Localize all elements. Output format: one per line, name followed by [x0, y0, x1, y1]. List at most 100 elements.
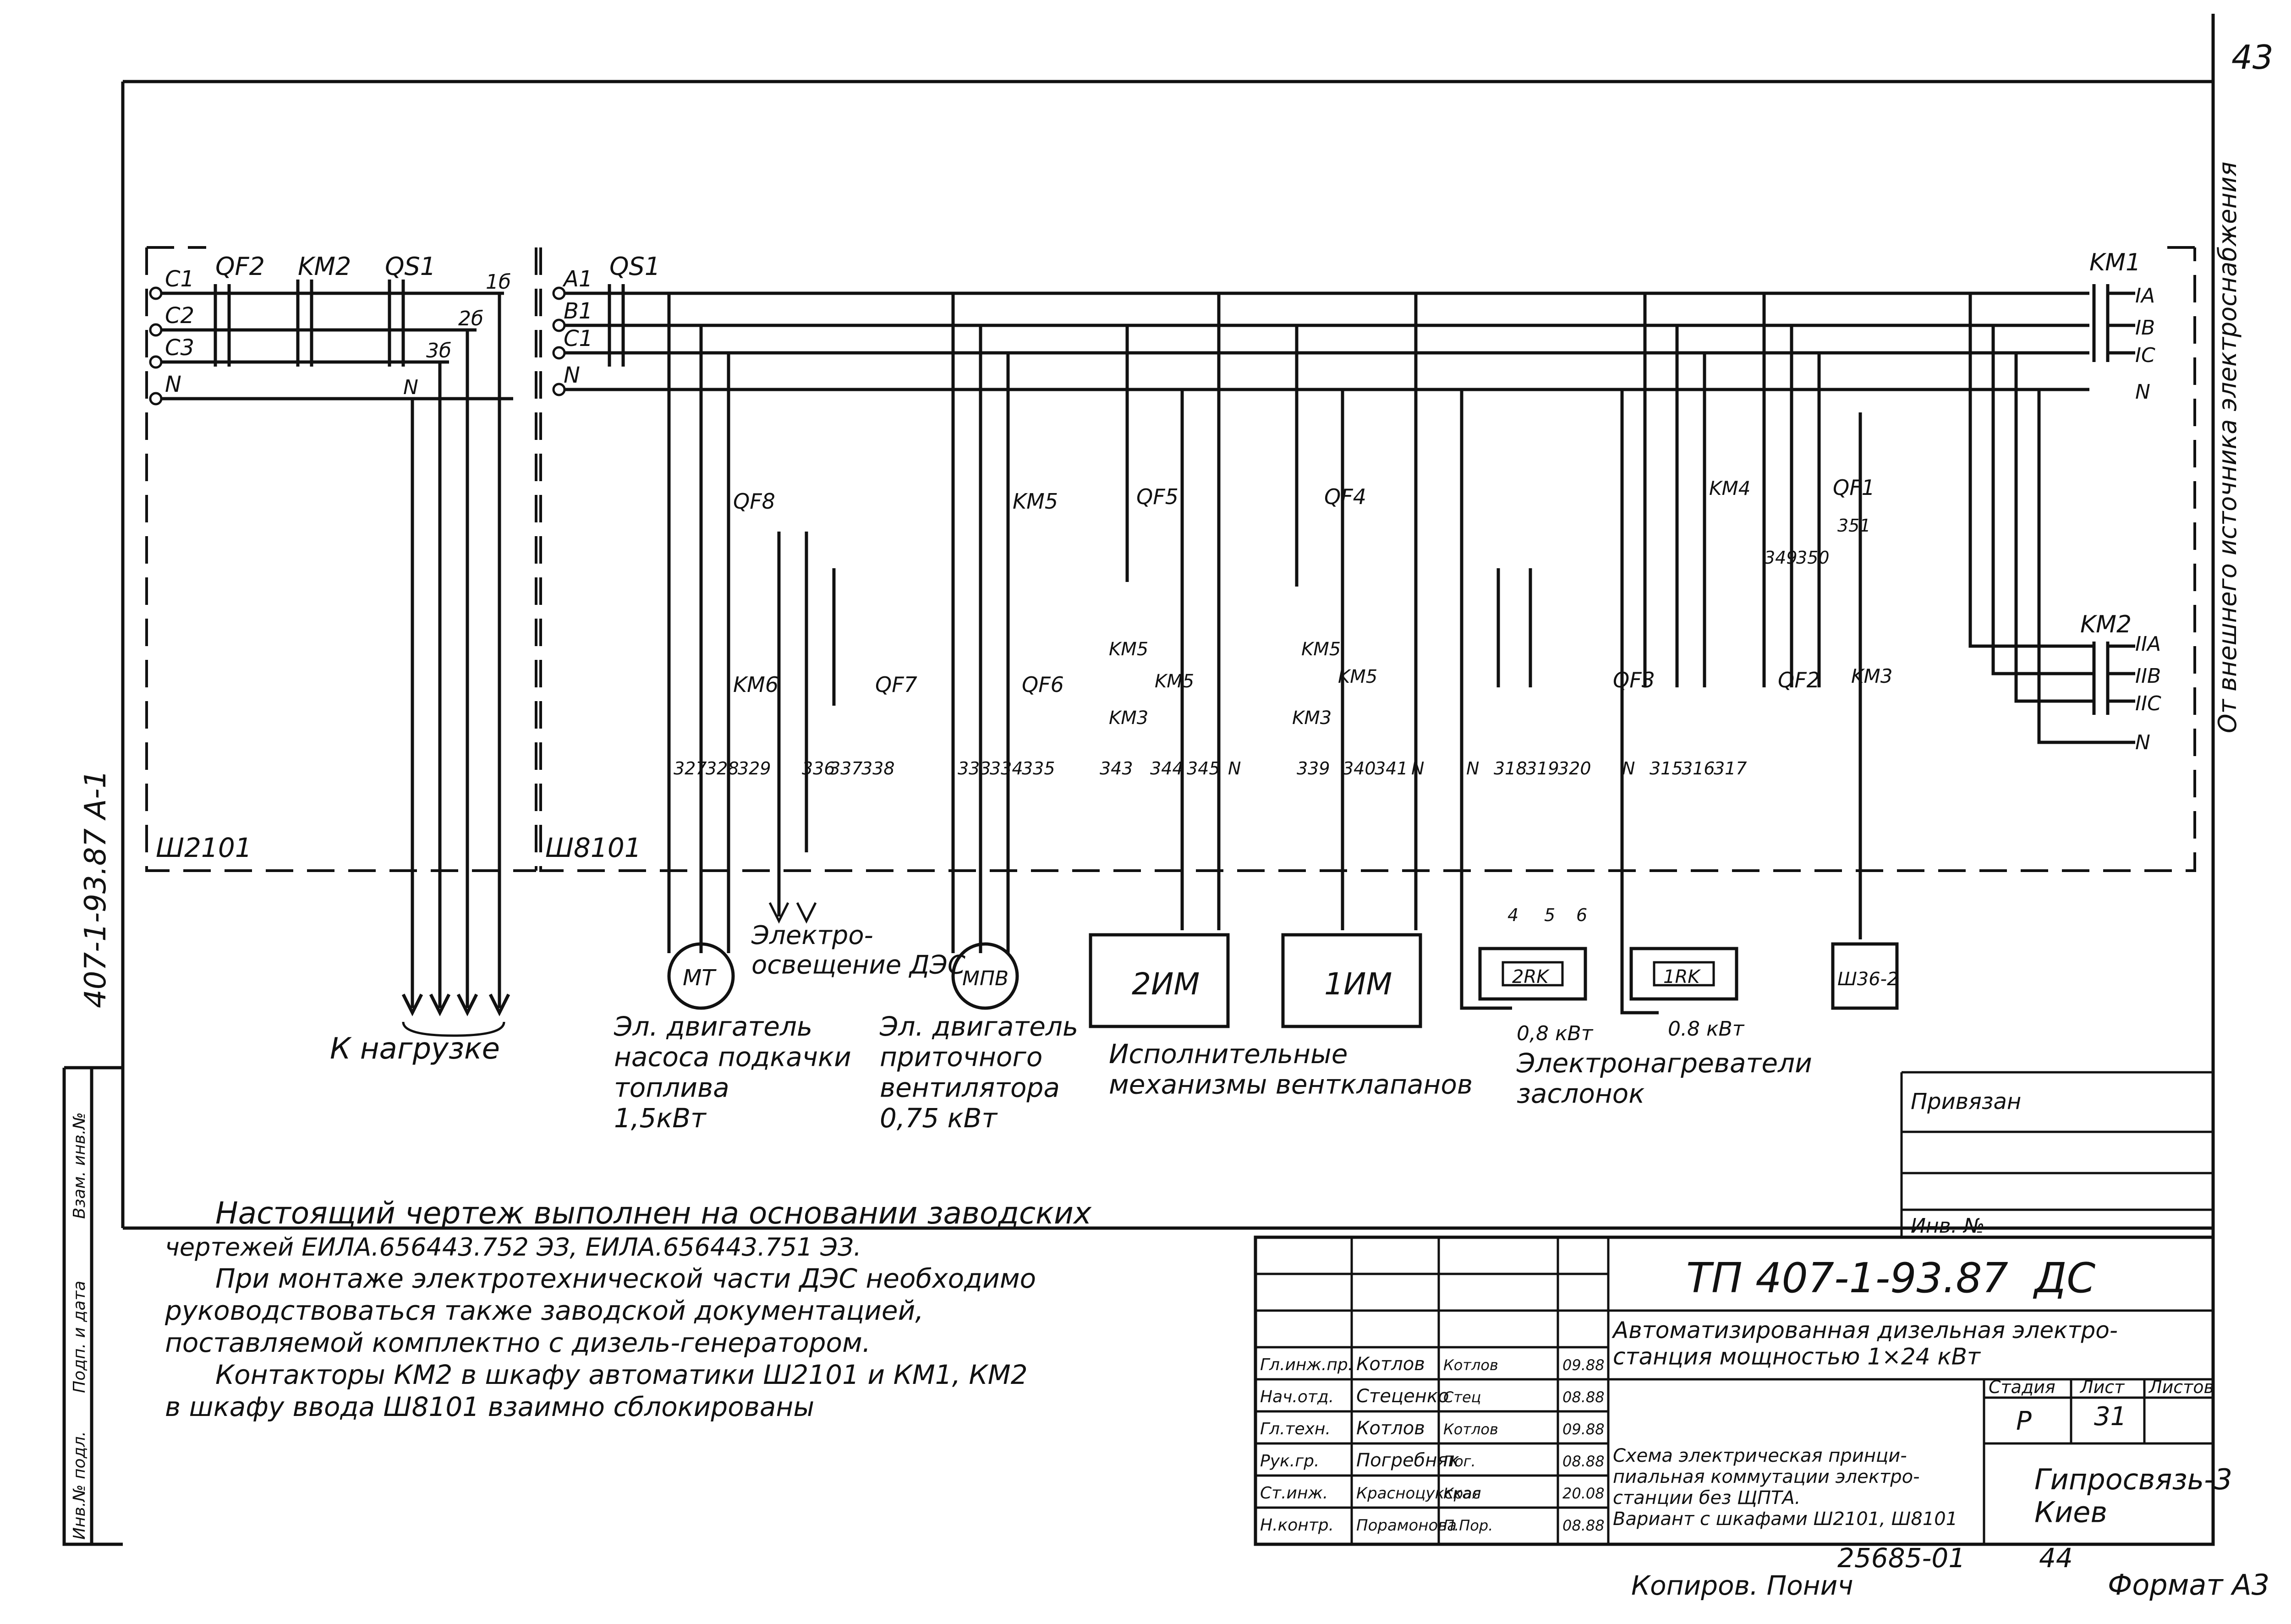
svg-text:KM5: KM5: [1109, 639, 1148, 660]
svg-text:Погребняк: Погребняк: [1356, 1450, 1459, 1471]
svg-text:Котлов: Котлов: [1356, 1418, 1425, 1439]
svg-text:в шкафу ввода Ш8101 взаимно сб: в шкафу ввода Ш8101 взаимно сблокированы: [165, 1391, 814, 1422]
svg-text:Гл.техн.: Гл.техн.: [1260, 1420, 1331, 1438]
svg-text:Красноцукская: Красноцукская: [1356, 1484, 1481, 1503]
svg-text:Настоящий чертеж выполнен на о: Настоящий чертеж выполнен на основании з…: [215, 1196, 1092, 1231]
svg-text:KM5: KM5: [1338, 666, 1377, 687]
title-block-grid: [1254, 1071, 2215, 1546]
project-code: ТП 407-1-93.87: [1686, 1254, 2008, 1302]
svg-text:343: 343: [1100, 758, 1133, 779]
svg-text:Стеценко: Стеценко: [1356, 1386, 1449, 1407]
svg-text:1RK: 1RK: [1663, 966, 1701, 988]
sheets-header: Листов: [2148, 1377, 2214, 1397]
sheet-header: Лист: [2079, 1377, 2125, 1397]
svg-text:KM5: KM5: [1301, 639, 1341, 660]
svg-text:Нач.отд.: Нач.отд.: [1260, 1388, 1334, 1406]
svg-text:N: N: [1411, 758, 1424, 779]
svg-text:315: 315: [1650, 758, 1683, 779]
svg-text:349: 349: [1764, 548, 1798, 568]
svg-text:2ИМ: 2ИМ: [1132, 966, 1200, 1002]
svg-text:327: 327: [674, 758, 707, 779]
svg-text:QF3: QF3: [1613, 668, 1655, 692]
svg-text:KM3: KM3: [1109, 708, 1148, 729]
svg-text:4: 4: [1507, 905, 1518, 925]
svg-text:поставляемой комплектно с дизе: поставляемой комплектно с дизель-генерат…: [165, 1327, 871, 1358]
svg-text:318: 318: [1494, 758, 1527, 779]
svg-text:1б: 1б: [486, 270, 511, 294]
svg-text:KM1: KM1: [2089, 249, 2141, 276]
svg-text:IIC: IIC: [2135, 692, 2161, 715]
branch-lighting: QF7 336 337 338: [768, 532, 917, 924]
format: Формат А3: [2108, 1568, 2269, 1602]
cabinet-right-label: Ш8101: [545, 832, 641, 863]
svg-text:Крас: Крас: [1443, 1485, 1480, 1502]
svg-text:QF6: QF6: [1022, 672, 1064, 697]
branch-1im: 1ИМ QF4 KM5 KM5 KM3 339 340 341 N: [1281, 293, 1424, 1028]
object-name: Автоматизированная дизельная электро-ста…: [1611, 1317, 2118, 1370]
svg-text:Ст.инж.: Ст.инж.: [1260, 1484, 1328, 1503]
svg-text:0,8 кВт: 0,8 кВт: [1517, 1022, 1594, 1045]
svg-text:335: 335: [1022, 758, 1055, 779]
svg-text:3б: 3б: [426, 339, 451, 362]
stage-header: Стадия: [1989, 1377, 2055, 1397]
corner-number: 43: [2231, 38, 2274, 77]
cabinet-left-label: Ш2101: [156, 832, 252, 863]
svg-text:350: 350: [1796, 548, 1830, 568]
sheet-frame: [121, 14, 2215, 1246]
svg-text:09.88: 09.88: [1562, 1356, 1605, 1374]
page-number: 44: [2039, 1542, 2073, 1574]
svg-text:QF4: QF4: [1324, 484, 1366, 509]
svg-text:08.88: 08.88: [1562, 1453, 1605, 1470]
svg-text:341: 341: [1375, 758, 1408, 779]
svg-text:0.8 кВт: 0.8 кВт: [1668, 1017, 1745, 1041]
svg-text:317: 317: [1714, 758, 1747, 779]
ext-source-label: От внешнего источника электроснабжения: [2213, 162, 2242, 733]
right-terminals: A1 B1 C1 N QS1: [552, 252, 660, 396]
svg-text:336: 336: [802, 758, 835, 779]
svg-text:KM6: KM6: [733, 672, 778, 697]
svg-text:C2: C2: [165, 303, 194, 329]
svg-text:20.08: 20.08: [1562, 1485, 1605, 1502]
svg-text:QS1: QS1: [609, 252, 660, 281]
svg-text:2RK: 2RK: [1512, 966, 1550, 988]
svg-text:A1: A1: [562, 266, 592, 292]
svg-text:руководствоваться также заводс: руководствоваться также заводской докуме…: [164, 1295, 924, 1326]
svg-text:08.88: 08.88: [1562, 1517, 1605, 1534]
svg-text:08.88: 08.88: [1562, 1388, 1605, 1406]
svg-text:QF5: QF5: [1136, 484, 1178, 509]
svg-text:KM2: KM2: [2080, 611, 2132, 638]
svg-text:Н.контр.: Н.контр.: [1260, 1516, 1334, 1535]
svg-text:KM2: KM2: [298, 252, 351, 281]
svg-text:чертежей ЕИЛА.656443.752 ЭЗ, Е: чертежей ЕИЛА.656443.752 ЭЗ, ЕИЛА.656443…: [165, 1233, 861, 1262]
inv-label: Инв. №: [1911, 1214, 1984, 1238]
svg-text:351: 351: [1837, 516, 1871, 536]
svg-text:Пог.: Пог.: [1443, 1453, 1476, 1470]
svg-text:334: 334: [990, 758, 1023, 779]
svg-text:B1: B1: [564, 298, 592, 324]
svg-text:6: 6: [1576, 905, 1587, 925]
sheet-value: 31: [2094, 1402, 2127, 1432]
cabinet-right-border: [539, 246, 2196, 872]
svg-text:IC: IC: [2135, 344, 2155, 367]
svg-text:329: 329: [738, 758, 771, 779]
svg-text:KM5: KM5: [1155, 671, 1194, 692]
svg-text:МТ: МТ: [683, 965, 717, 991]
load-wires: 1б 2б 3б N: [401, 270, 511, 1037]
svg-text:N: N: [1466, 758, 1479, 779]
svg-text:1ИМ: 1ИМ: [1324, 966, 1392, 1002]
external-source: KM1 IA IB IC N KM2 IIA IIB IIC N: [1968, 249, 2161, 754]
stage-value: Р: [2016, 1406, 2032, 1436]
lighting-label: Электро-освещение ДЭС: [751, 921, 965, 980]
svg-text:2б: 2б: [458, 307, 483, 330]
svg-text:344: 344: [1150, 758, 1184, 779]
svg-text:Контакторы КМ2 в шкафу автомат: Контакторы КМ2 в шкафу автоматики Ш2101 …: [215, 1359, 1028, 1390]
svg-text:IB: IB: [2135, 316, 2155, 340]
svg-text:339: 339: [1297, 758, 1330, 779]
project-mark: ДС: [2033, 1254, 2095, 1302]
branch-2im: 2ИМ QF5 KM5 KM5 KM3 343 344 345 N: [1089, 293, 1241, 1028]
svg-text:KM4: KM4: [1709, 477, 1751, 499]
drawing-name: Схема электрическая принци-пиальная комм…: [1613, 1445, 1957, 1530]
svg-text:QF7: QF7: [875, 672, 917, 697]
